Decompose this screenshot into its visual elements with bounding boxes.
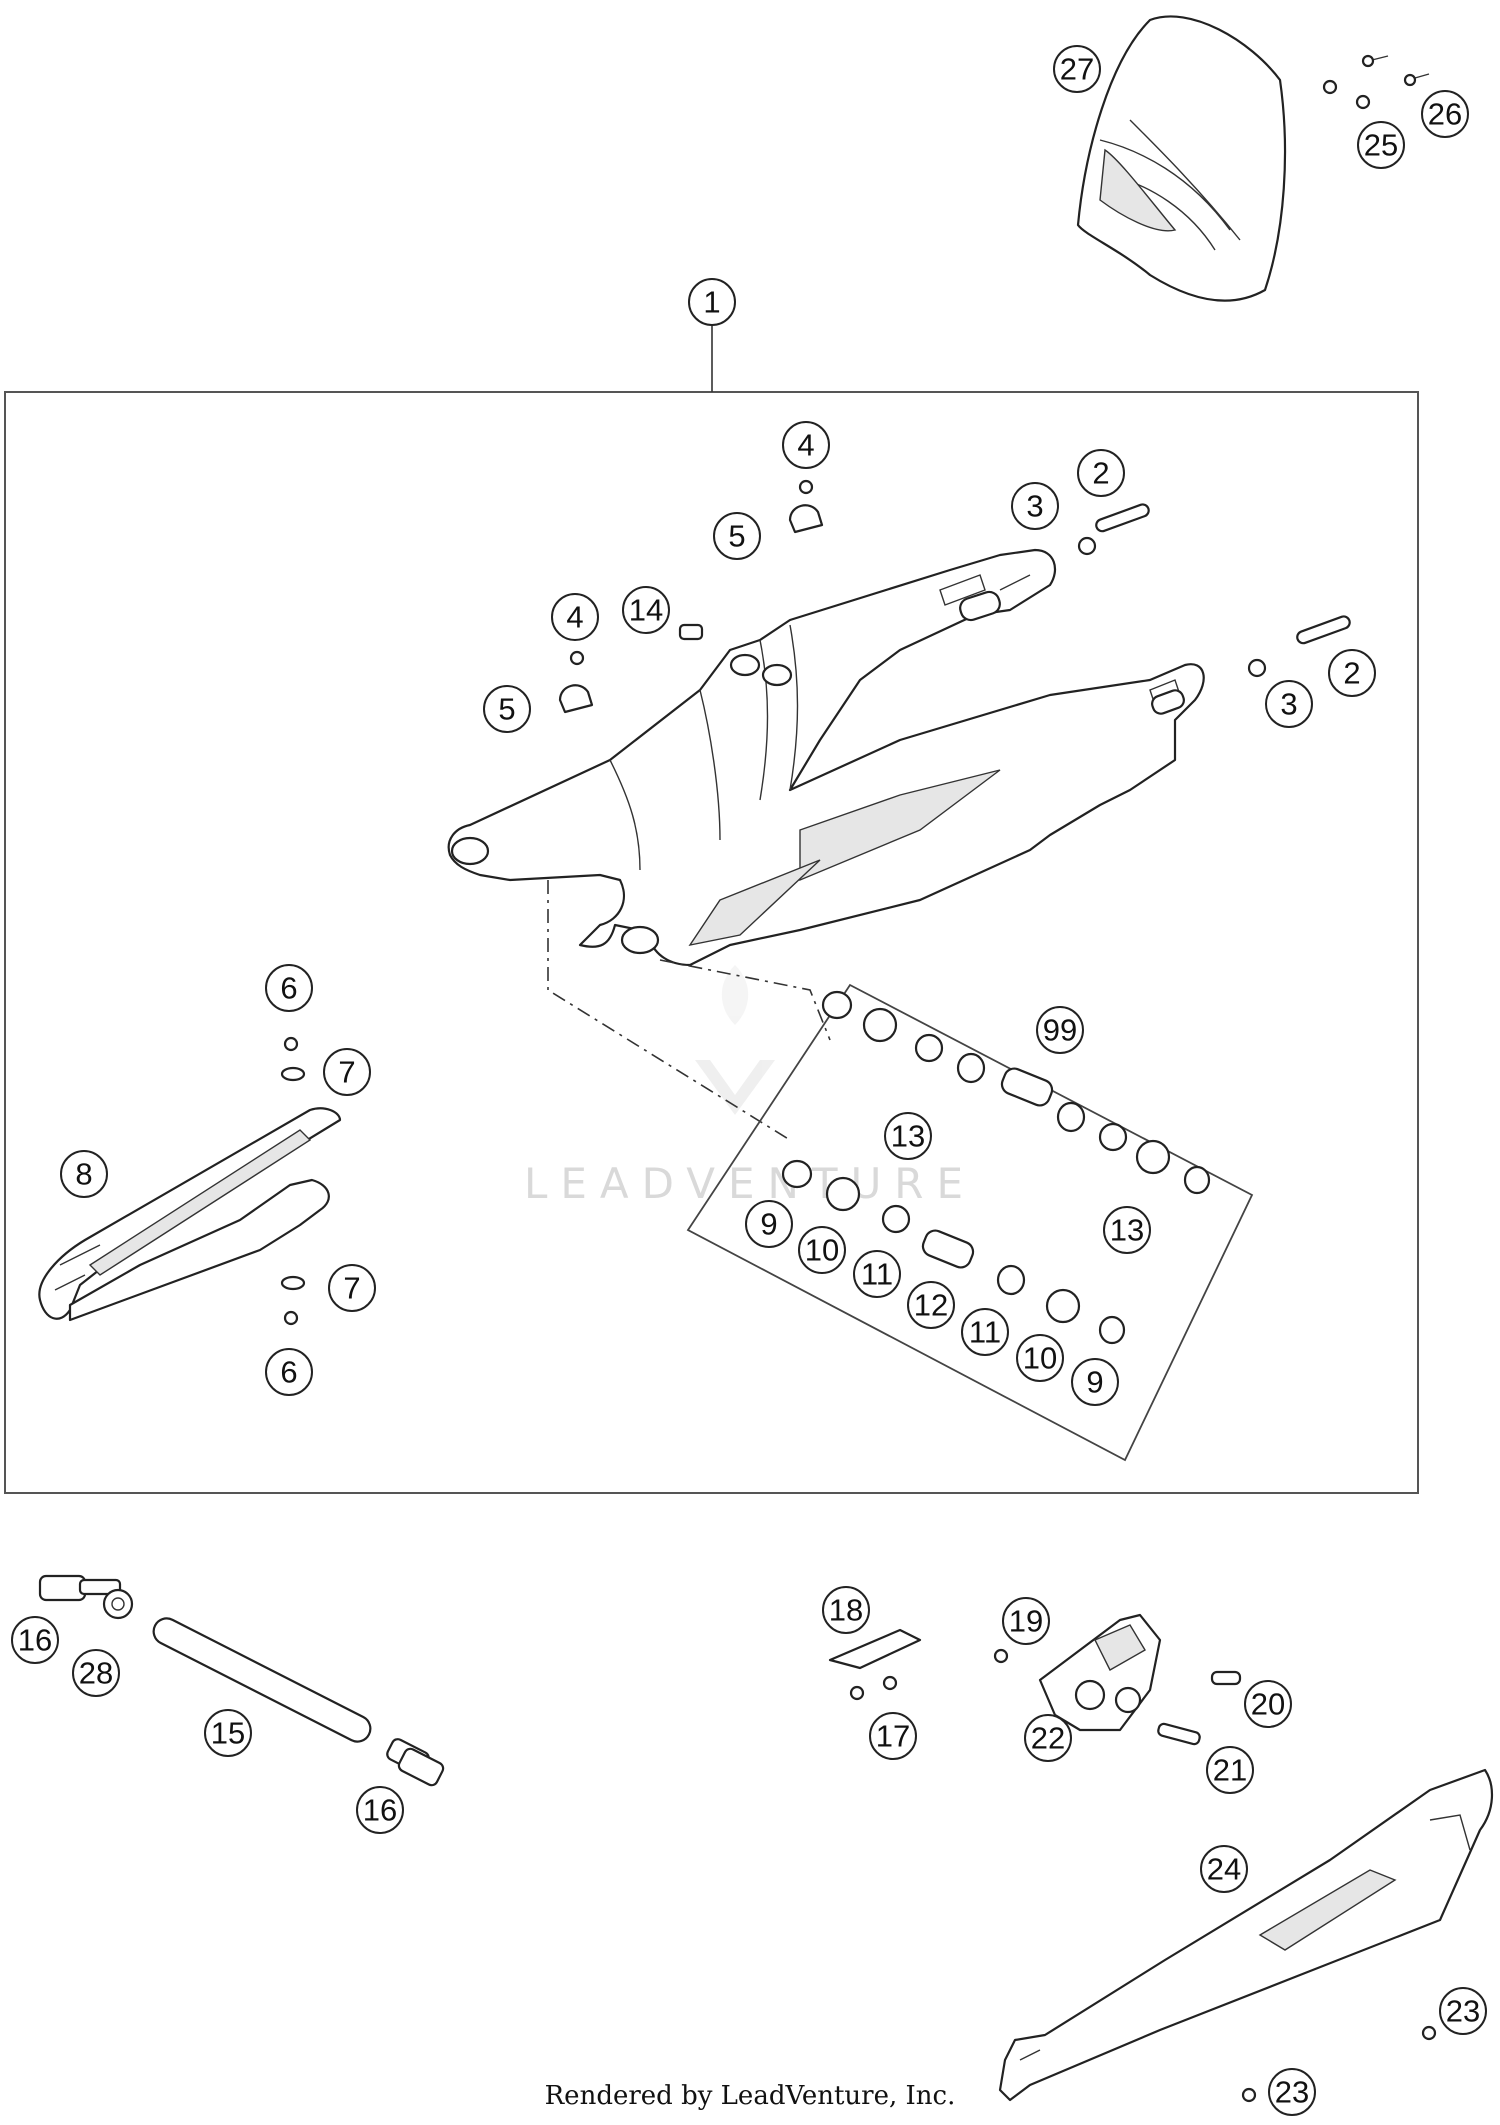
svg-text:23: 23 [1275,2075,1309,2110]
svg-text:11: 11 [861,1257,893,1292]
callout-6: 6 [265,1348,313,1396]
callout-6: 6 [265,964,313,1012]
svg-text:1: 1 [703,285,720,320]
callout-22: 22 [1024,1714,1072,1762]
callout-7: 7 [323,1048,371,1096]
chain-guard-part [998,1768,1494,2103]
svg-text:2: 2 [1092,456,1109,491]
svg-text:21: 21 [1213,1753,1247,1788]
svg-text:11: 11 [969,1315,1001,1350]
callout-11: 11 [853,1250,901,1298]
callout-14: 14 [622,586,670,634]
svg-text:20: 20 [1251,1687,1285,1722]
callout-11: 11 [961,1308,1009,1356]
windshield-screws [1322,54,1430,110]
swingarm-shaft-part [38,1574,445,1787]
bearing-kit-frame [686,983,1254,1462]
callout-5: 5 [713,512,761,560]
footer-credit: Rendered by LeadVenture, Inc. [545,2081,956,2111]
callout-3: 3 [1011,482,1059,530]
bearing-kit-parts [781,990,1211,1345]
callout-5: 5 [483,685,531,733]
watermark-logo [695,965,775,1115]
svg-text:99: 99 [1043,1013,1077,1048]
callout-2: 2 [1077,449,1125,497]
callout-13: 13 [884,1112,932,1160]
svg-text:10: 10 [805,1233,839,1268]
callout-17: 17 [869,1712,917,1760]
callout-26: 26 [1421,90,1469,138]
callout-25: 25 [1357,121,1405,169]
svg-text:26: 26 [1428,97,1462,132]
alignment-line-2 [659,959,831,1041]
svg-text:4: 4 [566,600,583,635]
callout-19: 19 [1002,1597,1050,1645]
svg-text:7: 7 [338,1055,355,1090]
callout-8: 8 [60,1150,108,1198]
callout-21: 21 [1206,1746,1254,1794]
svg-text:8: 8 [75,1157,92,1192]
svg-text:13: 13 [891,1119,925,1154]
callout-4: 4 [551,593,599,641]
callout-20: 20 [1244,1680,1292,1728]
svg-text:16: 16 [363,1793,397,1828]
callout-12: 12 [907,1281,955,1329]
callout-9: 9 [1071,1358,1119,1406]
svg-text:6: 6 [280,1355,297,1390]
callout-1: 1 [688,278,736,326]
svg-text:15: 15 [211,1716,245,1751]
svg-text:10: 10 [1023,1341,1057,1376]
svg-text:19: 19 [1009,1604,1043,1639]
svg-text:6: 6 [280,971,297,1006]
svg-text:3: 3 [1280,687,1297,722]
svg-text:3: 3 [1026,489,1043,524]
svg-text:24: 24 [1207,1852,1241,1887]
svg-text:9: 9 [760,1207,777,1242]
callout-9: 9 [745,1200,793,1248]
callout-99: 99 [1036,1006,1084,1054]
clamp-brackets [558,479,824,714]
callout-15: 15 [204,1709,252,1757]
svg-text:4: 4 [797,428,814,463]
svg-text:22: 22 [1031,1721,1065,1756]
callout-3: 3 [1265,680,1313,728]
watermark-text: LEADVENTURE [524,1159,976,1208]
callout-4: 4 [782,421,830,469]
svg-text:25: 25 [1364,128,1398,163]
callout-16: 16 [356,1786,404,1834]
callout-16: 16 [11,1616,59,1664]
callout-28: 28 [72,1649,120,1697]
callout-10: 10 [1016,1334,1064,1382]
svg-text:23: 23 [1446,1994,1480,2029]
callout-23: 23 [1268,2068,1316,2116]
svg-text:14: 14 [629,593,663,628]
svg-text:18: 18 [829,1593,863,1628]
windshield-part [1076,15,1287,302]
alignment-line [547,880,791,1141]
svg-text:12: 12 [914,1288,948,1323]
svg-text:16: 16 [18,1623,52,1658]
svg-text:28: 28 [79,1656,113,1691]
svg-text:7: 7 [343,1271,360,1306]
callout-2: 2 [1328,649,1376,697]
svg-text:5: 5 [498,692,515,727]
svg-text:2: 2 [1343,656,1360,691]
svg-text:5: 5 [728,519,745,554]
callout-7: 7 [328,1264,376,1312]
svg-text:17: 17 [876,1719,910,1754]
svg-text:13: 13 [1110,1213,1144,1248]
svg-text:27: 27 [1060,52,1094,87]
callout-13: 13 [1103,1206,1151,1254]
callout-10: 10 [798,1226,846,1274]
svg-text:9: 9 [1086,1365,1103,1400]
callout-27: 27 [1053,45,1101,93]
pivot-pins [1077,503,1351,678]
swingarm-part [447,548,1205,967]
callout-24: 24 [1200,1845,1248,1893]
chain-slider-part [38,1036,342,1326]
callout-23: 23 [1439,1987,1487,2035]
callout-18: 18 [822,1586,870,1634]
